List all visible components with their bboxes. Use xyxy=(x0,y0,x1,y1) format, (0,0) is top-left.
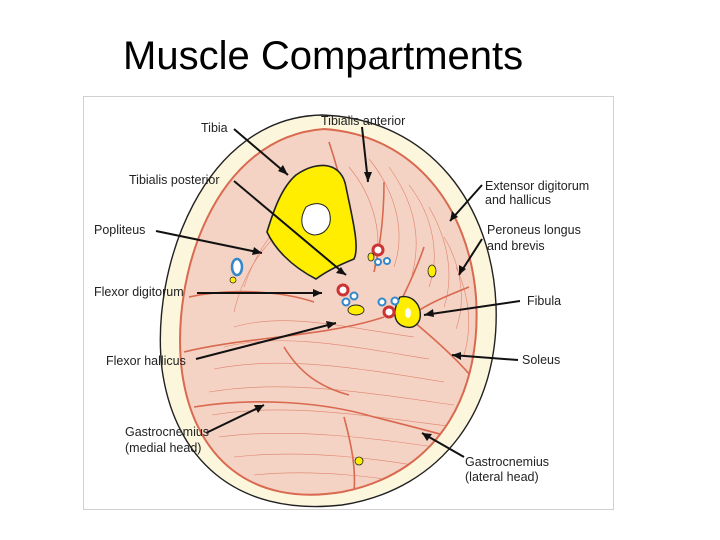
superficial-peroneal-nerve xyxy=(427,264,437,278)
label-peroneus-line1: Peroneus longus xyxy=(487,223,581,237)
peroneal-artery xyxy=(382,305,396,319)
label-extensor-digitorum-line2: and hallicus xyxy=(485,193,552,207)
gastrocnemius-medial-pointer xyxy=(205,404,265,434)
posterior-tibial-artery xyxy=(336,283,350,297)
label-flexor-digitorum: Flexor digitorum xyxy=(94,285,184,299)
label-tibia: Tibia xyxy=(201,121,228,135)
label-gastrocnemius-medial-line2: (medial head) xyxy=(125,441,202,455)
tibia-bone xyxy=(266,164,357,280)
flexor-hallicus-pointer xyxy=(195,322,337,360)
popliteus-pointer xyxy=(155,230,263,254)
posterior-tibial-vein xyxy=(349,291,359,301)
tibialis-posterior-pointer xyxy=(233,180,347,276)
slide-title: Muscle Compartments xyxy=(123,34,524,78)
anterior-tibial-artery xyxy=(371,243,385,257)
leg-cross-section-figure: Tibia Tibialis anterior Tibialis posteri… xyxy=(83,96,614,510)
leg-cross-section-diagram xyxy=(155,114,521,508)
fibula-bone xyxy=(394,295,421,329)
label-fibula: Fibula xyxy=(527,294,562,308)
tibial-nerve xyxy=(347,304,365,316)
muscle-fiber-lines xyxy=(208,158,469,486)
peroneal-vein xyxy=(390,296,400,306)
anterior-tibial-vein xyxy=(374,258,382,266)
deep-peroneal-nerve xyxy=(367,252,375,262)
muscle-mass xyxy=(179,127,478,496)
sural-nerve xyxy=(354,456,364,466)
tibia-pointer xyxy=(233,128,289,176)
neurovascular-bundles xyxy=(229,243,437,466)
soleus-pointer xyxy=(451,354,519,361)
peroneal-vein xyxy=(377,297,387,307)
label-gastrocnemius-lateral-line1: Gastrocnemius xyxy=(465,455,550,469)
label-flexor-hallicus: Flexor hallicus xyxy=(106,354,186,368)
posterior-tibial-vein xyxy=(341,297,351,307)
label-soleus: Soleus xyxy=(522,353,561,367)
label-gastrocnemius-medial-line1: Gastrocnemius xyxy=(125,425,210,439)
label-extensor-digitorum-line1: Extensor digitorum xyxy=(485,179,590,193)
great-saphenous-vein xyxy=(230,257,244,277)
label-gastrocnemius-lateral-line2: (lateral head) xyxy=(465,470,539,484)
fibula-pointer xyxy=(423,300,521,316)
leader-arrowheads xyxy=(252,165,466,441)
label-popliteus: Popliteus xyxy=(94,223,146,237)
anterior-tibial-vein xyxy=(383,257,391,265)
leader-lines xyxy=(155,126,521,458)
label-tibialis-anterior: Tibialis anterior xyxy=(321,114,406,128)
label-tibialis-posterior: Tibialis posterior xyxy=(129,173,220,187)
saphenous-nerve xyxy=(229,276,237,284)
label-peroneus-line2: and brevis xyxy=(487,239,545,253)
